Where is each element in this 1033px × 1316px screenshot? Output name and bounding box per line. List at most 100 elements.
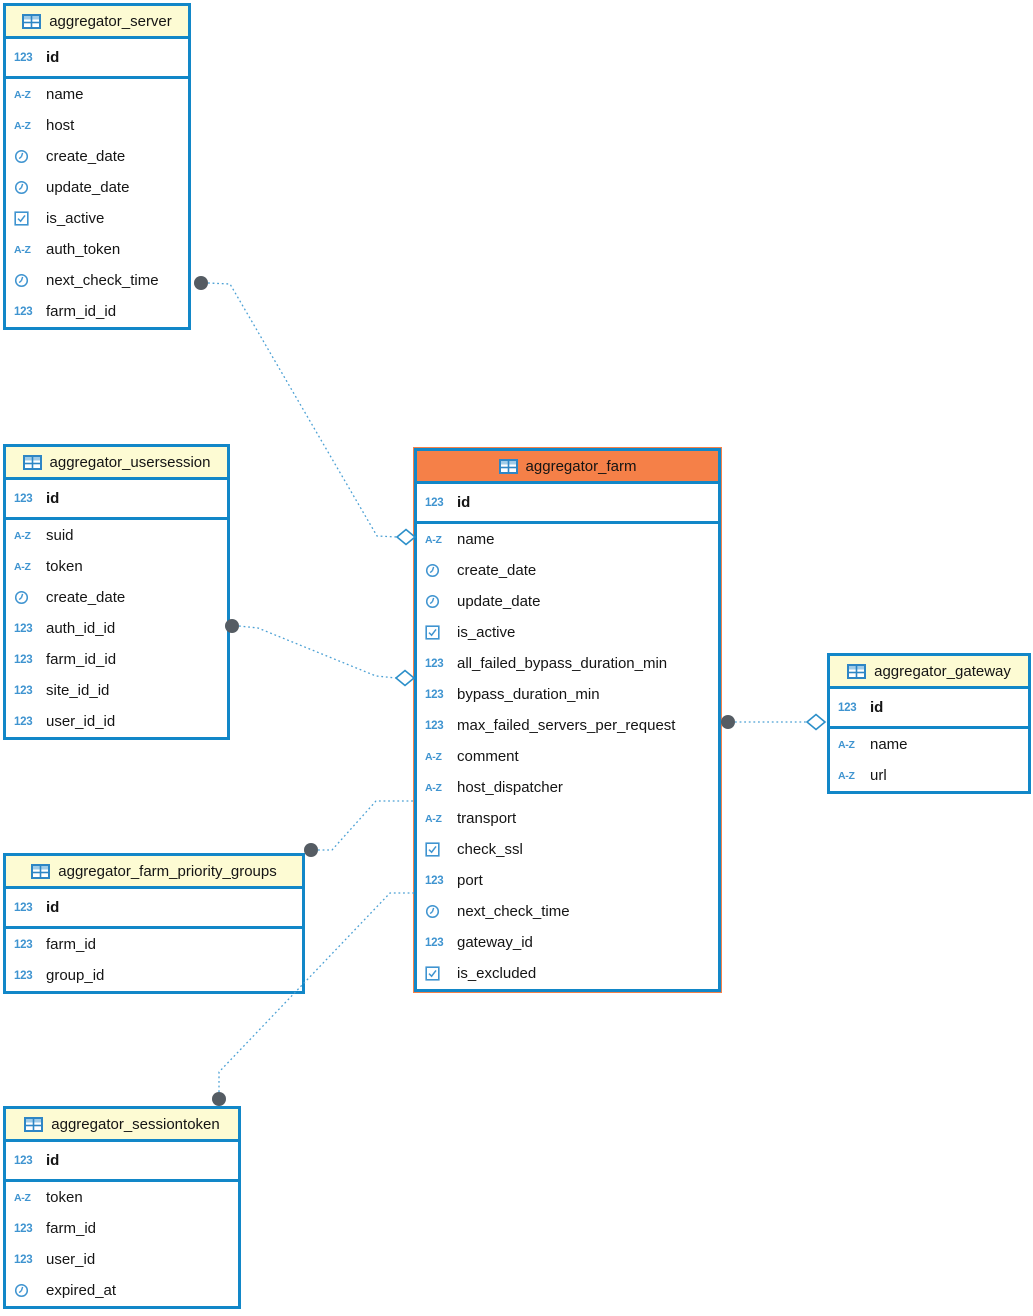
- text-type-icon: A-Z: [14, 1191, 31, 1204]
- text-type-icon: A-Z: [14, 560, 31, 573]
- boolean-type-icon: [425, 842, 450, 857]
- column-name: token: [46, 558, 83, 575]
- numeric-type-icon: 123: [425, 657, 444, 670]
- column-row-token[interactable]: A-Z token: [6, 551, 227, 582]
- column-row-is_active[interactable]: is_active: [6, 203, 188, 234]
- text-type-icon: A-Z: [425, 750, 442, 763]
- column-name: is_excluded: [457, 965, 537, 982]
- column-name: auth_id_id: [46, 620, 116, 637]
- column-row-create_date[interactable]: create_date: [417, 555, 718, 586]
- column-name: id: [870, 699, 884, 716]
- table-title: aggregator_sessiontoken: [51, 1115, 220, 1133]
- table-header-aggregator_farm[interactable]: aggregator_farm: [417, 451, 718, 484]
- column-name: name: [46, 86, 84, 103]
- text-type-icon: A-Z: [838, 769, 855, 782]
- datetime-type-icon: [425, 563, 450, 578]
- datetime-type-icon: [14, 180, 39, 195]
- text-type-icon: A-Z: [425, 781, 442, 794]
- text-type-icon: A-Z: [14, 119, 31, 132]
- column-row-expired_at[interactable]: expired_at: [6, 1275, 238, 1306]
- table-header-aggregator_farm_priority_groups[interactable]: aggregator_farm_priority_groups: [6, 856, 302, 889]
- column-name: url: [870, 767, 887, 784]
- column-name: max_failed_servers_per_request: [457, 717, 676, 734]
- table-title: aggregator_server: [49, 12, 172, 30]
- column-name: create_date: [46, 148, 126, 165]
- table-title: aggregator_farm: [525, 457, 637, 475]
- column-name: farm_id: [46, 936, 97, 953]
- column-name: gateway_id: [457, 934, 533, 951]
- relation-priority-farm[interactable]: [304, 800, 414, 857]
- table-icon: [22, 13, 42, 29]
- column-row-next_check_time[interactable]: next_check_time: [6, 265, 188, 296]
- column-row-create_date[interactable]: create_date: [6, 141, 188, 172]
- datetime-type-icon: [14, 1283, 39, 1298]
- relation-dot-endpoint: [304, 843, 318, 857]
- column-name: id: [46, 49, 60, 66]
- column-row-update_date[interactable]: update_date: [6, 172, 188, 203]
- column-row-host_dispatcher[interactable]: A-Z host_dispatcher: [417, 772, 718, 803]
- numeric-type-icon: 123: [14, 1253, 33, 1266]
- table-header-aggregator_gateway[interactable]: aggregator_gateway: [830, 656, 1028, 689]
- column-row-next_check_time[interactable]: next_check_time: [417, 896, 718, 927]
- table-header-aggregator_sessiontoken[interactable]: aggregator_sessiontoken: [6, 1109, 238, 1142]
- relation-usersession-farm[interactable]: [225, 619, 416, 687]
- column-row-create_date[interactable]: create_date: [6, 582, 227, 613]
- column-row-is_excluded[interactable]: is_excluded: [417, 958, 718, 989]
- column-name: bypass_duration_min: [457, 686, 600, 703]
- table-header-aggregator_usersession[interactable]: aggregator_usersession: [6, 447, 227, 480]
- numeric-type-icon: 123: [14, 1222, 33, 1235]
- column-row-url[interactable]: A-Z url: [830, 760, 1028, 791]
- numeric-type-icon: 123: [14, 684, 33, 697]
- table-header-aggregator_server[interactable]: aggregator_server: [6, 6, 188, 39]
- column-row-check_ssl[interactable]: check_ssl: [417, 834, 718, 865]
- numeric-type-icon: 123: [14, 1154, 33, 1167]
- datetime-type-icon: [14, 273, 39, 288]
- column-name: suid: [46, 527, 74, 544]
- text-type-icon: A-Z: [425, 533, 442, 546]
- table-icon: [22, 454, 42, 470]
- column-row-is_active[interactable]: is_active: [417, 617, 718, 648]
- numeric-type-icon: 123: [425, 496, 444, 509]
- relation-farm-gateway[interactable]: [721, 713, 827, 731]
- column-name: create_date: [46, 589, 126, 606]
- column-name: host_dispatcher: [457, 779, 563, 796]
- column-row-update_date[interactable]: update_date: [417, 586, 718, 617]
- table-title: aggregator_farm_priority_groups: [58, 862, 277, 880]
